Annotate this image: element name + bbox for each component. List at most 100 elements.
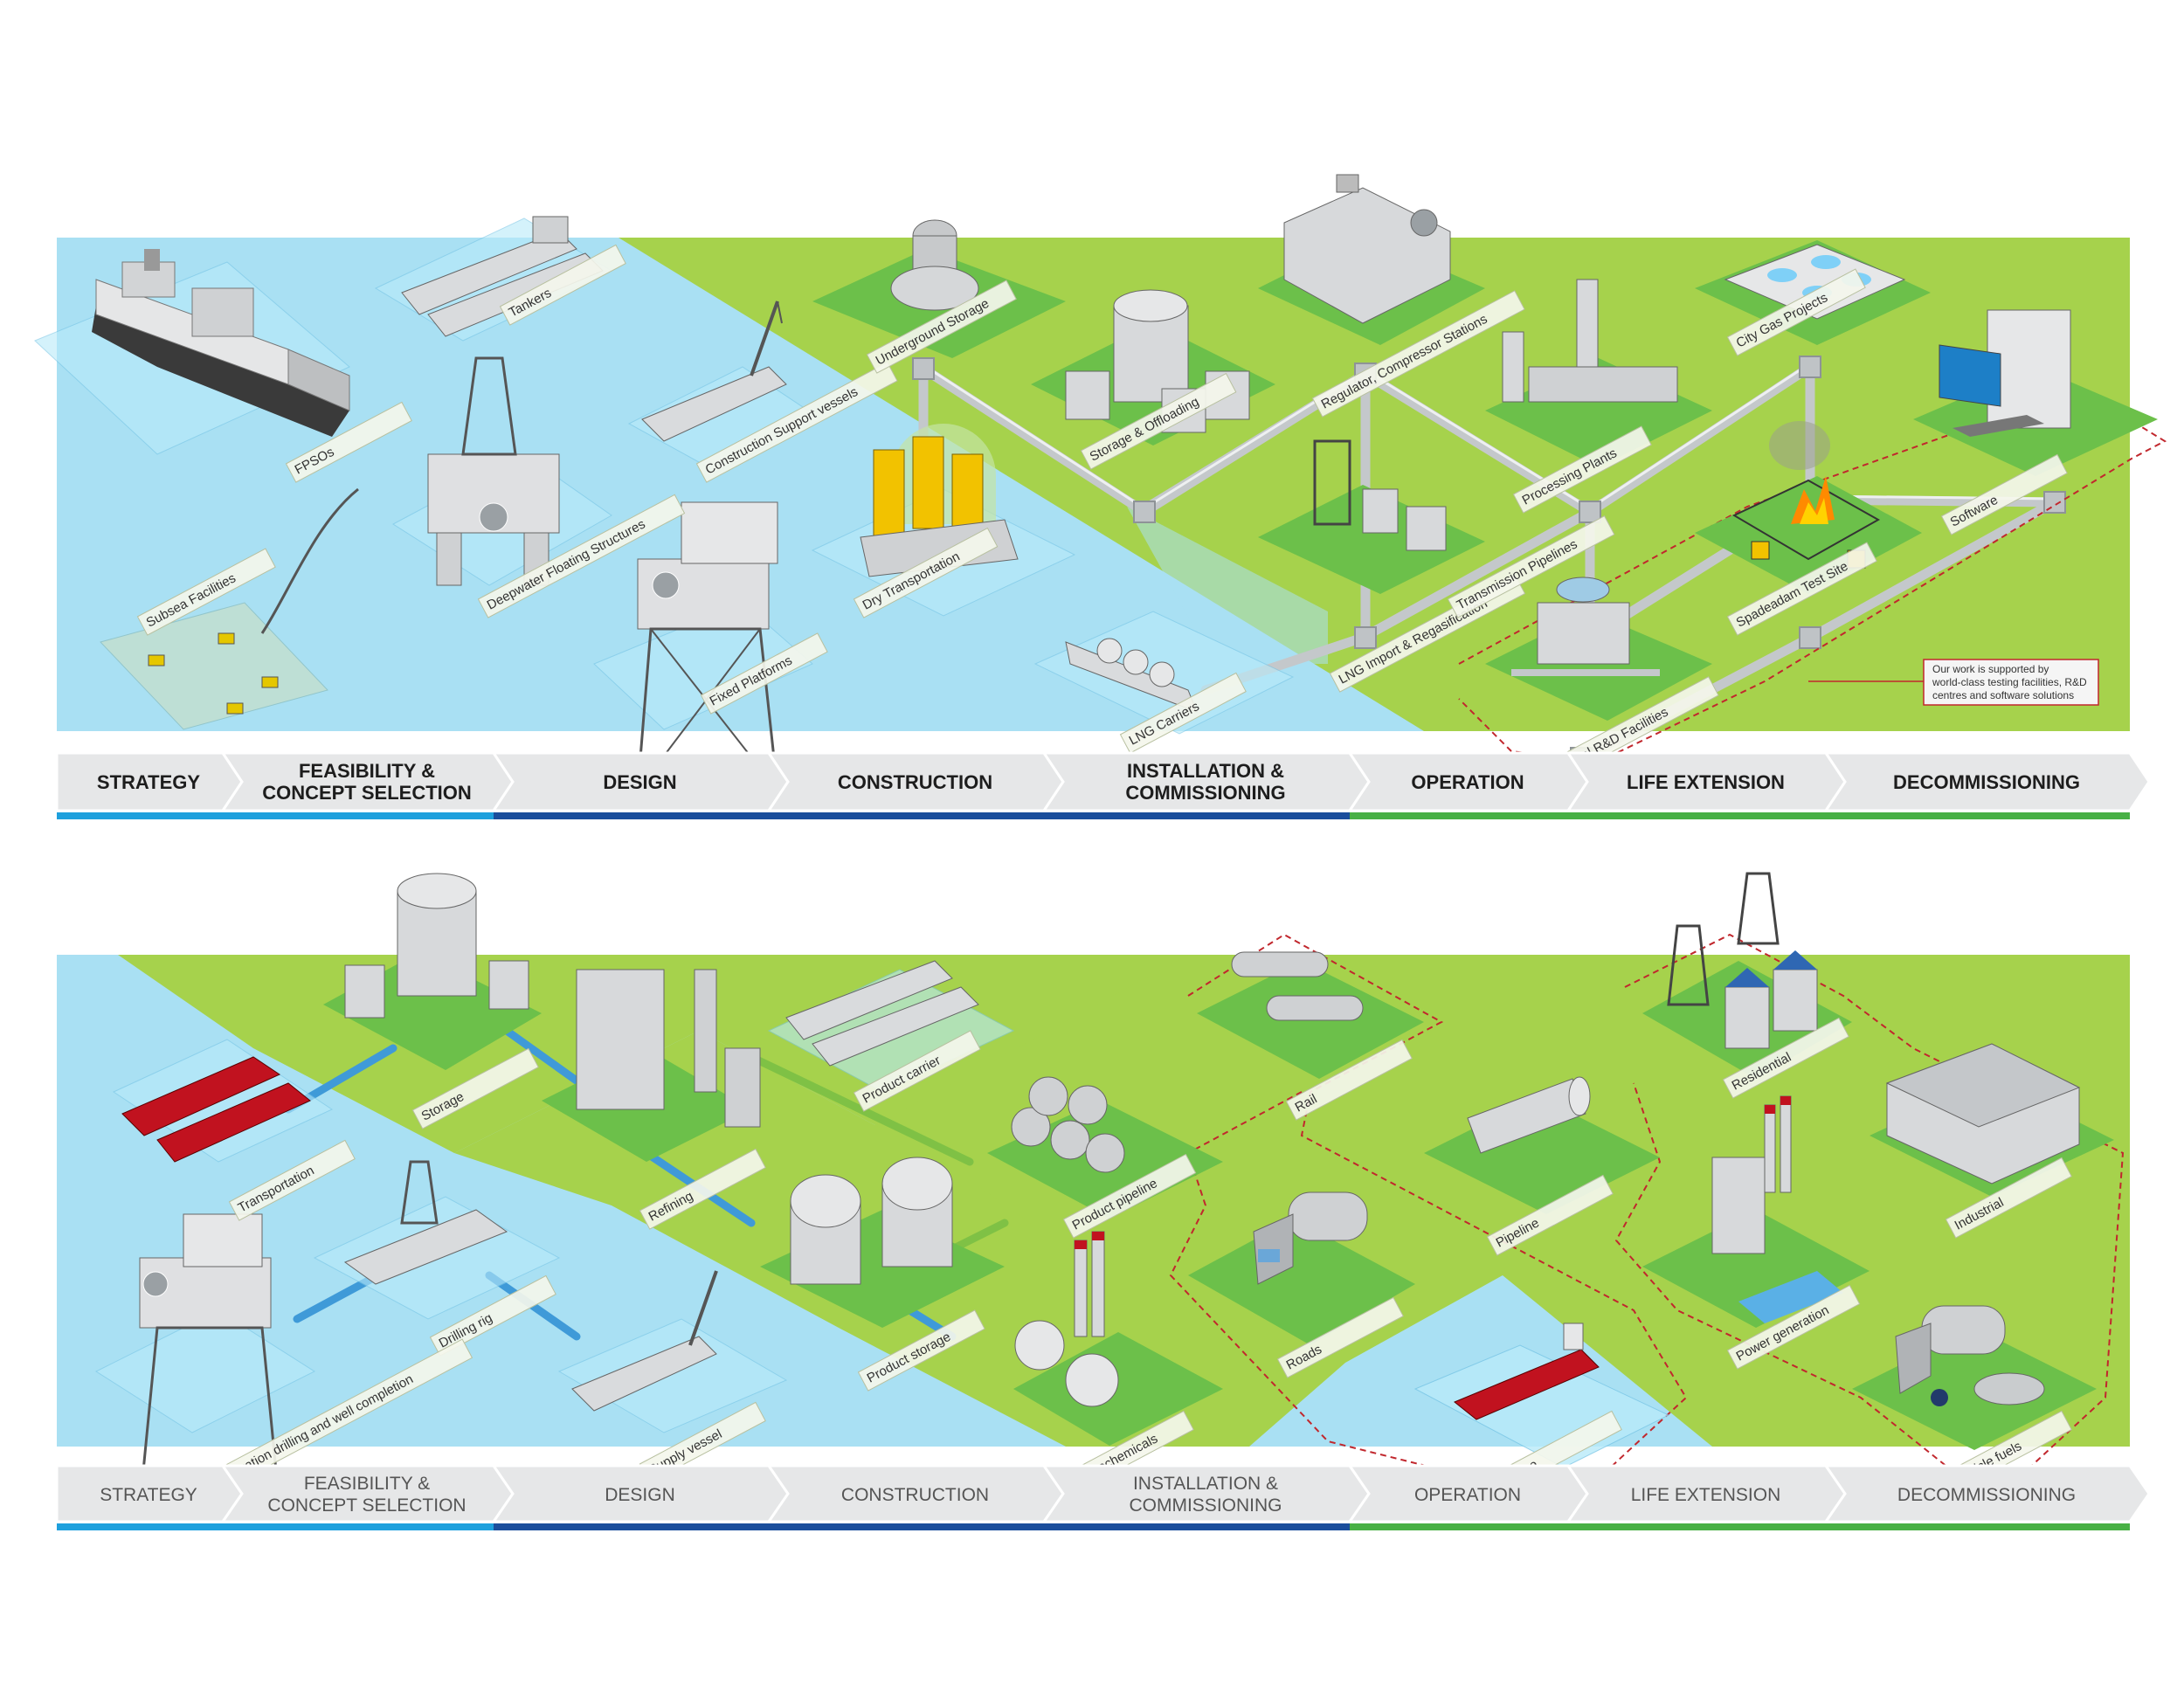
- subsea-template-icon: [100, 487, 359, 730]
- label-plate: [639, 1148, 766, 1230]
- label-plate: [499, 244, 626, 326]
- label-plate: [1512, 425, 1652, 514]
- stage-design[interactable]: DESIGN: [491, 751, 790, 812]
- stage-operation[interactable]: OPERATION: [1347, 1464, 1589, 1523]
- storage-tanks-icon: [323, 873, 542, 1070]
- stage-label: LIFE EXTENSION: [1631, 1485, 1781, 1505]
- spherical-tanks-icon: [760, 1157, 1005, 1328]
- label-plate: [1311, 290, 1525, 418]
- stage-label-line2: CONCEPT SELECTION: [267, 1495, 466, 1516]
- stage-label-line1: FEASIBILITY &: [299, 760, 435, 782]
- label-plate: [228, 1139, 356, 1221]
- vehicle-fuel-icon: [1852, 1305, 2097, 1450]
- stage-life-extension[interactable]: LIFE EXTENSION: [1565, 751, 1847, 812]
- stage-label-line2: CONCEPT SELECTION: [262, 782, 472, 804]
- label-plate: [1945, 1157, 2072, 1239]
- product-carrier-icon: [767, 960, 1015, 1093]
- label-plate: [1940, 453, 2068, 535]
- stage-label: OPERATION: [1414, 1485, 1521, 1505]
- stage-life-extension[interactable]: LIFE EXTENSION: [1565, 1464, 1847, 1523]
- label-plate: [1285, 1039, 1413, 1121]
- stage-label: LIFE EXTENSION: [1627, 771, 1785, 793]
- label-plate: [1726, 542, 1877, 636]
- bottom-stage-underline: [57, 1523, 2130, 1530]
- top-stage-bar: STRATEGY FEASIBILITY &CONCEPT SELECTION DE…: [55, 751, 2151, 812]
- label-plate: [700, 632, 828, 715]
- stage-decommissioning[interactable]: DECOMMISSIONING: [1823, 751, 2151, 812]
- stage-label-line2: COMMISSIONING: [1125, 782, 1285, 804]
- stage-feasibility-and-concept-selection[interactable]: FEASIBILITY &CONCEPT SELECTION: [220, 751, 515, 812]
- power-plant-icon: [1642, 1095, 1870, 1328]
- tanker-ship-icon: [374, 216, 613, 342]
- stage-label: DESIGN: [603, 771, 676, 793]
- stage-label: DESIGN: [605, 1485, 675, 1505]
- top-panel: Our work is supported by world-class tes…: [34, 174, 2167, 798]
- stage-label: CONSTRUCTION: [841, 1485, 989, 1505]
- stage-design[interactable]: DESIGN: [491, 1464, 790, 1523]
- stage-decommissioning[interactable]: DECOMMISSIONING: [1823, 1464, 2151, 1523]
- stage-label: OPERATION: [1411, 771, 1524, 793]
- petrochemical-plant-icon: [1013, 1231, 1223, 1446]
- red-tanker-icon: [112, 1039, 334, 1163]
- label-plate: [1722, 1017, 1849, 1099]
- label-plate: [477, 494, 686, 618]
- fpso-ship-icon: [34, 249, 350, 455]
- drilling-ship-icon: [313, 1160, 561, 1320]
- rnd-facility-icon: [1485, 577, 1712, 721]
- stage-label: CONSTRUCTION: [838, 771, 992, 793]
- label-plate: [1486, 1174, 1614, 1256]
- label-plate: [1062, 1153, 1197, 1239]
- stage-strategy[interactable]: STRATEGY: [55, 1464, 244, 1523]
- stage-label-line1: INSTALLATION &: [1133, 1474, 1278, 1494]
- label-plate: [429, 1274, 556, 1357]
- stage-chevron: [1823, 1464, 2151, 1523]
- label-plate: [1276, 1296, 1404, 1378]
- stage-construction[interactable]: CONSTRUCTION: [766, 751, 1065, 812]
- stage-chevron: [1823, 751, 2151, 812]
- refinery-icon: [542, 969, 761, 1162]
- label-plate: [285, 401, 412, 483]
- end-use-dotted-outline: [1614, 933, 2125, 1504]
- label-plate: [411, 1047, 539, 1129]
- label-plate: [1119, 672, 1247, 754]
- top-stage-underline: [57, 812, 2130, 819]
- note-line-3: centres and software solutions: [1932, 689, 2074, 701]
- stage-installation-and-commissioning[interactable]: INSTALLATION &COMMISSIONING: [1041, 1464, 1371, 1523]
- stage-label-line1: INSTALLATION &: [1127, 760, 1284, 782]
- stage-label: DECOMMISSIONING: [1893, 771, 2080, 793]
- stage-construction[interactable]: CONSTRUCTION: [766, 1464, 1065, 1523]
- label-plate: [1726, 268, 1866, 356]
- label-plate: [1447, 515, 1615, 618]
- stage-feasibility-and-concept-selection[interactable]: FEASIBILITY &CONCEPT SELECTION: [220, 1464, 515, 1523]
- stage-installation-and-commissioning[interactable]: INSTALLATION &COMMISSIONING: [1041, 751, 1371, 812]
- computer-icon: [1913, 309, 2158, 476]
- underground-storage-icon: [812, 219, 1066, 358]
- note-line-2: world-class testing facilities, R&D: [1932, 676, 2087, 688]
- stage-label: STRATEGY: [97, 771, 200, 793]
- label-plate: [853, 1030, 981, 1112]
- stage-operation[interactable]: OPERATION: [1347, 751, 1589, 812]
- label-plate: [866, 280, 1017, 374]
- compressor-station-icon: [1258, 174, 1485, 345]
- regas-plant-icon: [1258, 439, 1485, 594]
- label-fpsos: FPSOs: [285, 401, 412, 483]
- stage-label-line2: COMMISSIONING: [1129, 1495, 1282, 1516]
- supply-vessel-icon: [557, 1270, 788, 1433]
- label-plate: [857, 1309, 985, 1392]
- processing-plant-icon: [1485, 279, 1712, 467]
- label-plate: [1080, 372, 1237, 470]
- label-plate: [136, 548, 276, 636]
- stage-strategy[interactable]: STRATEGY: [55, 751, 244, 812]
- support-note-box: Our work is supported by world-class tes…: [1923, 659, 2099, 706]
- distribution-dotted-outline: [1169, 933, 1688, 1504]
- lng-carrier-icon: [1033, 611, 1295, 735]
- label-plate: [853, 527, 999, 618]
- stage-label: STRATEGY: [100, 1485, 197, 1505]
- stage-label-line1: FEASIBILITY &: [304, 1474, 430, 1494]
- top-land-notch: [1127, 507, 1328, 664]
- label-rail: Rail: [1285, 1039, 1413, 1121]
- rail-tanker-icon: [1197, 951, 1424, 1079]
- bottom-stage-bar: STRATEGY FEASIBILITY &CONCEPT SELECTION DE…: [55, 1464, 2151, 1523]
